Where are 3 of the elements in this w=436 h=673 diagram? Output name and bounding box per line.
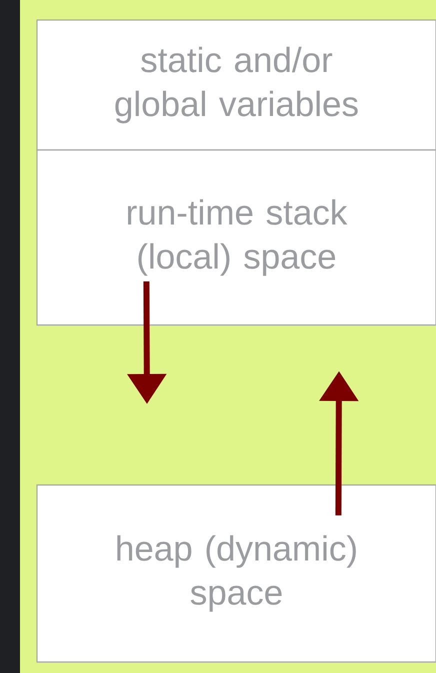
memory-segment-box: run-time stack (local) space (36, 149, 436, 326)
memory-segment-box: heap (dynamic) space (36, 484, 436, 663)
memory-segment-box: static and/or global variables (36, 19, 436, 151)
